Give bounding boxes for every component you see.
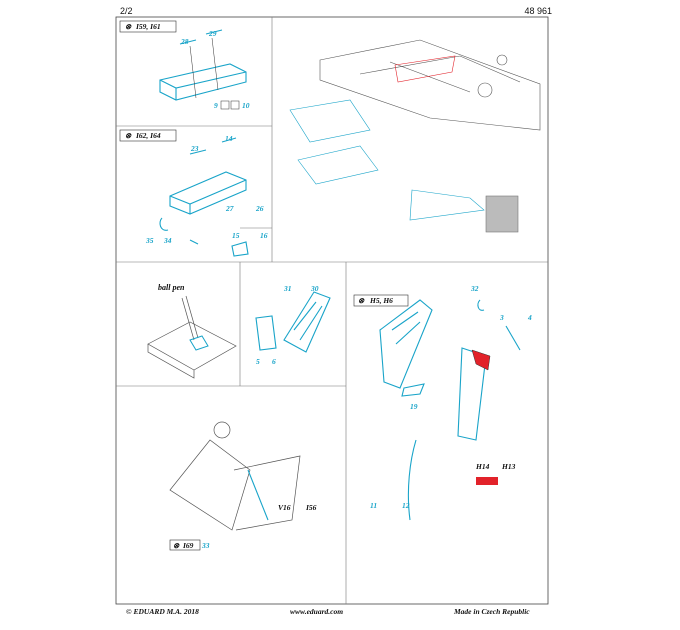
svg-text:33: 33 [201,541,210,550]
svg-text:⊗: ⊗ [125,22,132,31]
sheet-frame [115,16,549,605]
svg-text:6: 6 [272,357,276,366]
panel-dividers [116,17,548,604]
svg-text:H14: H14 [475,462,490,471]
svg-text:⊗: ⊗ [358,296,365,305]
cockpit-view [289,39,541,233]
svg-text:9: 9 [214,101,218,110]
step-ball-pen: ball pen [147,283,237,379]
svg-text:I69: I69 [182,541,194,550]
svg-text:4: 4 [527,313,532,322]
step-title-5: H5, H6 [369,296,393,305]
svg-text:19: 19 [410,402,418,411]
step-i62-i64: ⊗ I62, I64 23 14 27 26 35 34 15 16 [119,129,268,257]
svg-text:11: 11 [370,501,377,510]
svg-text:23: 23 [190,144,199,153]
svg-text:5: 5 [256,357,260,366]
svg-text:28: 28 [180,37,189,46]
svg-text:V16: V16 [278,503,291,512]
svg-text:26: 26 [255,204,264,213]
sheet-code: 48 961 [524,6,552,16]
svg-text:⊗: ⊗ [125,131,132,140]
footer-origin: Made in Czech Republic [454,607,530,616]
svg-text:35: 35 [145,236,154,245]
svg-text:34: 34 [163,236,172,245]
step-title-2: I62, I64 [135,131,161,140]
svg-text:15: 15 [232,231,240,240]
svg-text:31: 31 [283,284,292,293]
svg-text:12: 12 [402,501,410,510]
svg-text:3: 3 [499,313,504,322]
svg-text:32: 32 [470,284,479,293]
page-number: 2/2 [120,6,133,16]
svg-text:10: 10 [242,101,250,110]
step-i69: ⊗ I69 33 V16 I56 [169,421,317,551]
footer-url[interactable]: www.eduard.com [290,607,344,616]
paint-chip [476,477,498,485]
svg-text:27: 27 [225,204,234,213]
step-frame-parts: 31 30 5 6 [255,284,331,366]
step-h5-h6: ⊗ H5, H6 32 3 4 19 11 12 H14 H13 [353,284,532,521]
svg-text:16: 16 [260,231,268,240]
step-title-1: I59, I61 [135,22,161,31]
svg-text:29: 29 [208,29,217,38]
ball-pen-note: ball pen [158,283,185,292]
svg-text:⊗: ⊗ [173,541,180,550]
footer-copyright: © EDUARD M.A. 2018 [126,607,199,616]
svg-text:H13: H13 [501,462,516,471]
svg-text:30: 30 [310,284,319,293]
svg-text:14: 14 [225,134,233,143]
svg-text:I56: I56 [305,503,317,512]
step-i59-i61: ⊗ I59, I61 28 29 9 10 [119,20,250,110]
